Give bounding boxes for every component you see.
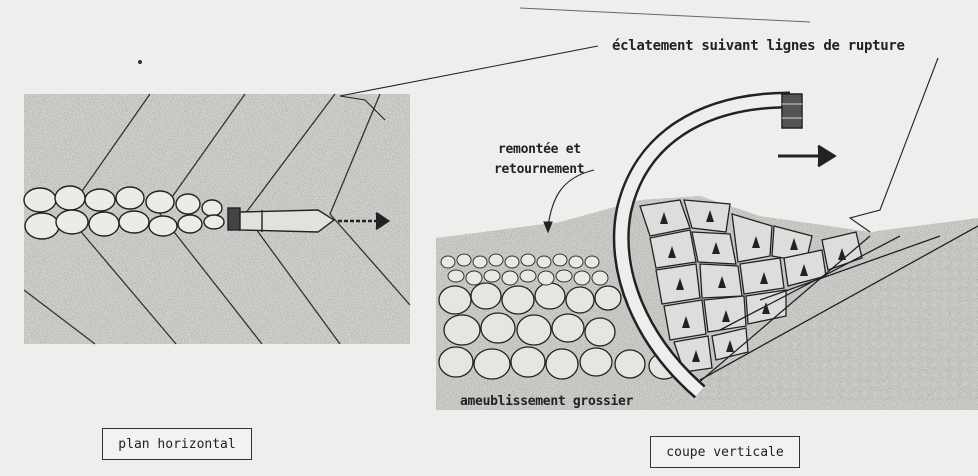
speck <box>138 60 142 64</box>
remontee-label-line1: remontée et <box>498 142 581 157</box>
coupe-verticale-caption: coupe verticale <box>650 436 800 468</box>
ripper-tooth-plan <box>228 208 334 232</box>
ameublissement-label: ameublissement grossier <box>460 394 633 409</box>
remontee-label-line2: retournement <box>494 162 584 177</box>
plan-horizontal-view <box>24 94 410 344</box>
plan-horizontal-caption: plan horizontal <box>102 428 252 460</box>
direction-arrow-section <box>778 146 834 166</box>
shank-mount <box>782 94 802 128</box>
rupture-label: éclatement suivant lignes de rupture <box>612 38 905 54</box>
